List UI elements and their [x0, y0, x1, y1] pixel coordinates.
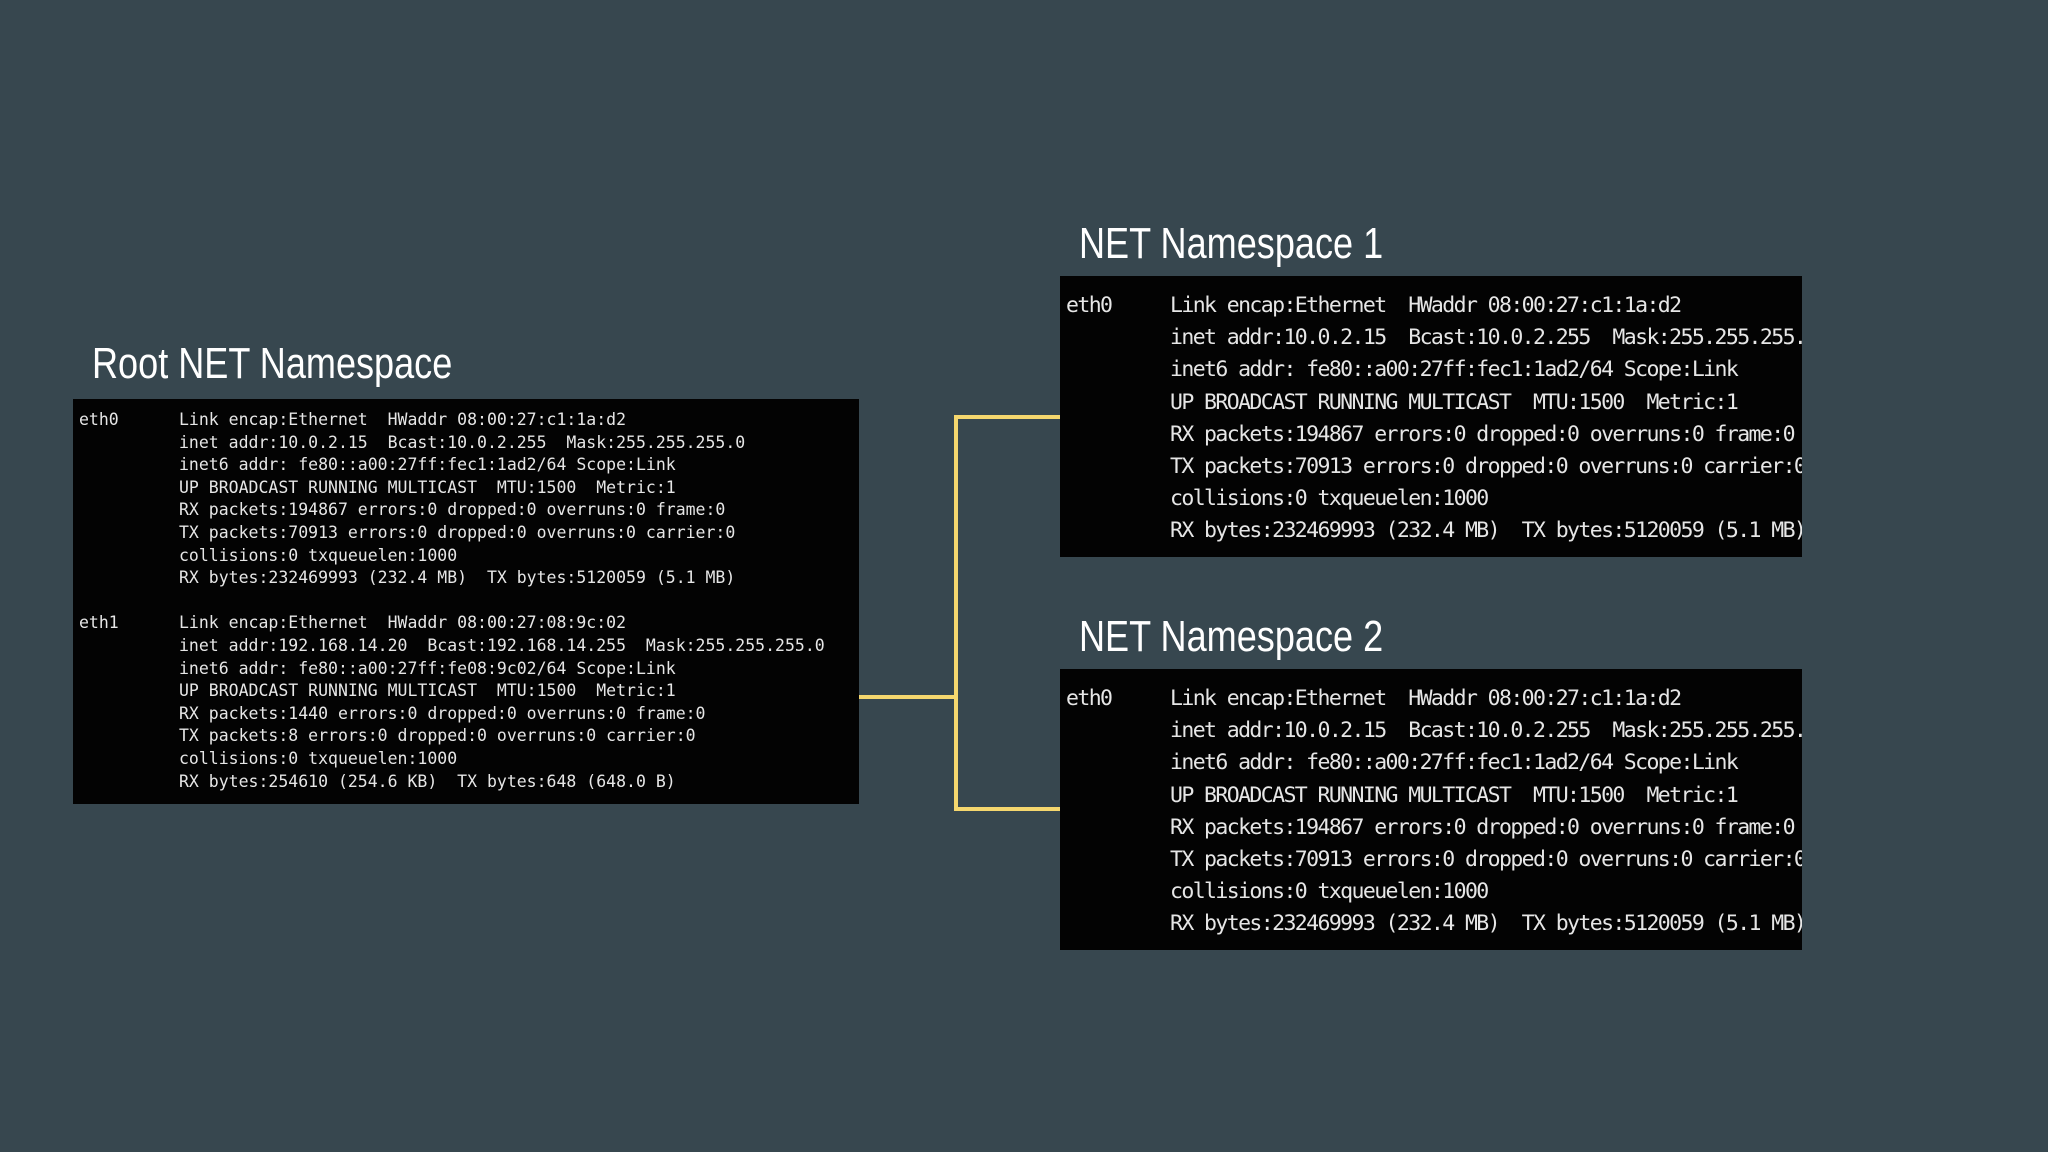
- namespace-1-terminal: eth0 Link encap:Ethernet HWaddr 08:00:27…: [1060, 276, 1802, 557]
- interface-line: inet addr:10.0.2.15 Bcast:10.0.2.255 Mas…: [1170, 718, 1802, 744]
- interface-line: inet addr:10.0.2.15 Bcast:10.0.2.255 Mas…: [179, 432, 746, 452]
- interface-line: TX packets:70913 errors:0 dropped:0 over…: [1170, 847, 1802, 873]
- namespace-2-title: NET Namespace 2: [1079, 612, 1384, 661]
- interface-line: TX packets:70913 errors:0 dropped:0 over…: [1170, 454, 1802, 480]
- root-namespace-terminal: eth0 Link encap:Ethernet HWaddr 08:00:27…: [73, 399, 859, 804]
- interface-line: inet6 addr: fe80::a00:27ff:fec1:1ad2/64 …: [1170, 357, 1739, 383]
- interface-line: UP BROADCAST RUNNING MULTICAST MTU:1500 …: [179, 681, 676, 701]
- interface-block: eth0 Link encap:Ethernet HWaddr 08:00:27…: [79, 409, 859, 590]
- interface-line: TX packets:8 errors:0 dropped:0 overruns…: [179, 726, 696, 746]
- interface-line: inet6 addr: fe80::a00:27ff:fe08:9c02/64 …: [179, 658, 676, 678]
- root-namespace-title: Root NET Namespace: [92, 339, 453, 388]
- interface-line: Link encap:Ethernet HWaddr 08:00:27:c1:1…: [1170, 293, 1682, 318]
- interface-line: RX bytes:232469993 (232.4 MB) TX bytes:5…: [1170, 518, 1802, 544]
- interface-block: eth0 Link encap:Ethernet HWaddr 08:00:27…: [1066, 683, 1802, 941]
- interface-line: RX packets:194867 errors:0 dropped:0 ove…: [1170, 814, 1796, 840]
- interface-line: collisions:0 txqueuelen:1000: [179, 748, 458, 768]
- interface-details: Link encap:Ethernet HWaddr 08:00:27:08:9…: [179, 612, 859, 793]
- interface-line: Link encap:Ethernet HWaddr 08:00:27:08:9…: [179, 613, 627, 633]
- interface-name: eth1: [79, 613, 119, 633]
- interface-name: eth0: [79, 410, 119, 429]
- interface-line: TX packets:70913 errors:0 dropped:0 over…: [179, 522, 736, 542]
- interface-details: Link encap:Ethernet HWaddr 08:00:27:c1:1…: [1170, 683, 1802, 941]
- interface-line: UP BROADCAST RUNNING MULTICAST MTU:1500 …: [1170, 782, 1739, 808]
- interface-line: Link encap:Ethernet HWaddr 08:00:27:c1:1…: [179, 410, 627, 429]
- interface-name: eth0: [1066, 686, 1113, 711]
- interface-line: inet6 addr: fe80::a00:27ff:fec1:1ad2/64 …: [1170, 750, 1739, 776]
- interface-line: RX packets:194867 errors:0 dropped:0 ove…: [179, 500, 726, 520]
- interface-line: RX bytes:254610 (254.6 KB) TX bytes:648 …: [179, 771, 676, 791]
- interface-line: collisions:0 txqueuelen:1000: [1170, 879, 1489, 905]
- interface-line: inet addr:10.0.2.15 Bcast:10.0.2.255 Mas…: [1170, 325, 1802, 351]
- interface-line: inet6 addr: fe80::a00:27ff:fec1:1ad2/64 …: [179, 455, 676, 475]
- interface-block: eth1 Link encap:Ethernet HWaddr 08:00:27…: [79, 612, 859, 793]
- interface-details: Link encap:Ethernet HWaddr 08:00:27:c1:1…: [1170, 290, 1802, 548]
- interface-block: eth0 Link encap:Ethernet HWaddr 08:00:27…: [1066, 290, 1802, 548]
- interface-line: collisions:0 txqueuelen:1000: [1170, 486, 1489, 512]
- interface-line: RX bytes:232469993 (232.4 MB) TX bytes:5…: [179, 568, 736, 588]
- namespace-2-terminal: eth0 Link encap:Ethernet HWaddr 08:00:27…: [1060, 669, 1802, 950]
- interface-line: UP BROADCAST RUNNING MULTICAST MTU:1500 …: [179, 477, 676, 497]
- interface-name: eth0: [1066, 293, 1113, 318]
- interface-line: inet addr:192.168.14.20 Bcast:192.168.14…: [179, 635, 825, 655]
- interface-details: Link encap:Ethernet HWaddr 08:00:27:c1:1…: [179, 409, 859, 590]
- interface-line: Link encap:Ethernet HWaddr 08:00:27:c1:1…: [1170, 686, 1682, 711]
- interface-line: RX packets:1440 errors:0 dropped:0 overr…: [179, 703, 706, 723]
- interface-line: RX packets:194867 errors:0 dropped:0 ove…: [1170, 421, 1796, 447]
- interface-line: UP BROADCAST RUNNING MULTICAST MTU:1500 …: [1170, 389, 1739, 415]
- namespace-1-title: NET Namespace 1: [1079, 219, 1384, 268]
- interface-line: collisions:0 txqueuelen:1000: [179, 545, 458, 565]
- interface-line: RX bytes:232469993 (232.4 MB) TX bytes:5…: [1170, 911, 1802, 937]
